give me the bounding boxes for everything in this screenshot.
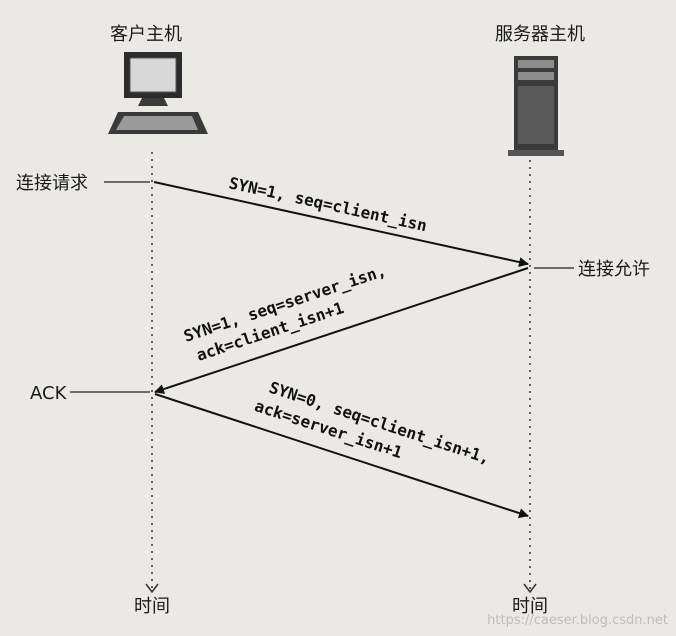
desktop-computer-icon: [108, 52, 208, 134]
ack-arrow: [154, 393, 529, 518]
server-timeline-arrowhead: [523, 583, 537, 594]
server-time-label: 时间: [512, 596, 548, 617]
client-timeline-arrowhead: [145, 583, 159, 594]
server-tower-icon: [508, 56, 564, 156]
synack-message: SYN=1, seq=server_isn, ack=client_isn+1: [181, 261, 388, 365]
connect-grant-label: 连接允许: [578, 259, 650, 280]
ack-label: ACK: [30, 383, 68, 404]
client-time-label: 时间: [134, 596, 170, 617]
syn-arrow: [153, 181, 529, 267]
watermark-text: https://caeser.blog.csdn.net: [487, 613, 668, 628]
client-host-title: 客户主机: [110, 24, 182, 45]
server-host-title: 服务器主机: [495, 24, 585, 45]
synack-arrow: [154, 267, 529, 394]
connect-request-label: 连接请求: [16, 173, 88, 194]
ack-message: SYN=0, seq=client_isn+1, ack=server_isn+…: [252, 378, 492, 468]
